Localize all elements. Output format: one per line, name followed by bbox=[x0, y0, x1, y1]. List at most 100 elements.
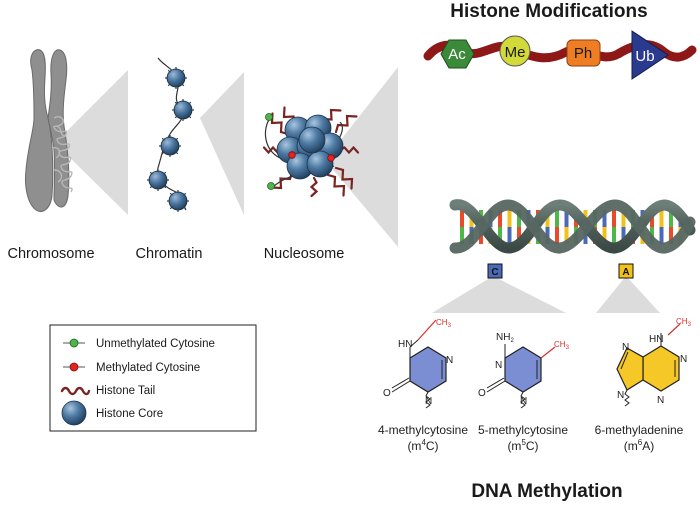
zoom-cone-nucleosome bbox=[325, 67, 398, 247]
zoom-cone-cytosine bbox=[432, 276, 566, 313]
ubiquitination-mark: Ub bbox=[631, 30, 669, 80]
histone-core-sphere bbox=[306, 150, 334, 178]
molecule-name: 6-methyladenine bbox=[595, 423, 684, 437]
nucleosome-core bbox=[276, 114, 344, 180]
legend-label: Histone Tail bbox=[96, 385, 155, 397]
bead-tail-stub bbox=[183, 206, 187, 210]
bead-tail-stub bbox=[188, 115, 192, 119]
bead-tail-stub bbox=[161, 151, 165, 155]
atom-label: N bbox=[680, 354, 687, 365]
chromosome-label: Chromosome bbox=[7, 246, 94, 262]
chromatin-scribble-icon bbox=[51, 115, 73, 193]
bead-tail-stub bbox=[175, 137, 179, 141]
phosphorylation-square-icon bbox=[566, 39, 601, 67]
adenine-marker: A bbox=[618, 263, 634, 279]
atom-label: N bbox=[446, 355, 453, 366]
legend-label: Unmethylated Cytosine bbox=[96, 338, 215, 350]
legend-label: Methylated Cytosine bbox=[96, 362, 200, 374]
ubiquitination-label: Ub bbox=[635, 48, 654, 65]
histone-core-icon bbox=[61, 400, 87, 426]
atom-label: N bbox=[425, 396, 432, 407]
zoom-cone-chromosome bbox=[55, 70, 128, 215]
histone-tail-icon bbox=[60, 386, 91, 396]
adenine-pyrimidine-ring bbox=[642, 345, 680, 392]
bead-tail-stub bbox=[167, 69, 171, 73]
legend-item-methylated-cytosine: Methylated Cytosine bbox=[63, 362, 200, 374]
methyl-group-label: CH3 bbox=[554, 340, 570, 351]
cytosine-ring bbox=[504, 346, 542, 393]
methylation-label: Me bbox=[505, 44, 526, 61]
nucleosome-tails bbox=[262, 106, 360, 198]
atom-label: N bbox=[622, 342, 629, 353]
nucleosome-label: Nucleosome bbox=[264, 246, 345, 262]
dna-backbone-strand-a bbox=[449, 199, 696, 254]
legend-item-histone-tail: Histone Tail bbox=[60, 385, 155, 397]
ubiquitination-triangle-icon bbox=[631, 30, 669, 80]
chromatin-label: Chromatin bbox=[136, 246, 203, 262]
histone-tail bbox=[334, 114, 358, 134]
chromosome-illustration bbox=[25, 49, 73, 212]
methyl-group-label: CH3 bbox=[436, 318, 452, 329]
legend: Unmethylated Cytosine Methylated Cytosin… bbox=[49, 324, 257, 432]
bead-tail-stub bbox=[174, 115, 178, 119]
dna-methylation-title: DNA Methylation bbox=[471, 481, 622, 502]
methylation-mark: Me bbox=[499, 35, 531, 67]
zoom-cone-chromatin bbox=[200, 72, 244, 215]
atom-label: NH2 bbox=[496, 332, 514, 344]
molecule-abbreviation: (m4C) bbox=[407, 438, 438, 453]
bead-tail-stub bbox=[163, 171, 167, 175]
atom-label: O bbox=[383, 388, 391, 399]
nucleosome-methylated-cytosine-icon bbox=[288, 151, 296, 159]
bead-tail-stub bbox=[175, 151, 179, 155]
bead-tail-stub bbox=[149, 185, 153, 189]
histone-tail bbox=[334, 166, 354, 190]
cytosine-ring bbox=[409, 346, 447, 393]
histone-tail bbox=[309, 176, 319, 198]
nucleosome-unmethylated-cytosine-bottom-icon bbox=[267, 182, 275, 190]
molecule-abbreviation: (m5C) bbox=[507, 438, 538, 453]
atom-label: N bbox=[520, 396, 527, 407]
bead-tail-stub bbox=[167, 83, 171, 87]
bead-tail-stub bbox=[174, 101, 178, 105]
acetylation-hexagon-icon bbox=[440, 39, 475, 69]
histone-tail bbox=[270, 112, 290, 136]
bead-tail-stub bbox=[169, 206, 173, 210]
molecule-name: 5-methylcytosine bbox=[478, 423, 568, 437]
chromatin-beads bbox=[147, 67, 194, 212]
molecule-name: 4-methylcytosine bbox=[378, 423, 468, 437]
legend-label: Histone Core bbox=[96, 408, 163, 420]
atom-label: HN bbox=[649, 334, 663, 345]
histone-modifications-title: Histone Modifications bbox=[450, 1, 647, 22]
phosphorylation-label: Ph bbox=[574, 45, 592, 62]
red-dot-icon bbox=[69, 362, 79, 372]
adenine-marker-letter: A bbox=[622, 267, 629, 278]
dna-backbone-strand-b bbox=[449, 199, 696, 254]
green-dot-icon bbox=[69, 338, 79, 348]
acetylation-mark: Ac bbox=[440, 39, 475, 69]
bead-tail-stub bbox=[163, 185, 167, 189]
cytosine-marker-letter: C bbox=[491, 267, 498, 278]
methylation-circle-icon bbox=[499, 35, 531, 67]
histone-modifications-panel: Histone Modifications Ac Me Ph Ub bbox=[423, 1, 697, 80]
bead-tail-stub bbox=[181, 69, 185, 73]
atom-label: N bbox=[657, 395, 664, 406]
bead-tail-stub bbox=[183, 192, 187, 196]
cytosine-marker: C bbox=[487, 263, 503, 279]
histone-core-sphere bbox=[298, 126, 326, 154]
bead-tail-stub bbox=[161, 137, 165, 141]
bead-tail-stub bbox=[169, 192, 173, 196]
methyl-group-label: CH3 bbox=[676, 317, 692, 328]
acetylation-label: Ac bbox=[448, 46, 466, 63]
bead-tail-stub bbox=[188, 101, 192, 105]
chromatin-illustration bbox=[147, 57, 194, 212]
legend-item-histone-core: Histone Core bbox=[61, 400, 163, 426]
histone-tail bbox=[326, 173, 346, 197]
nucleosome-methylated-cytosine-icon bbox=[327, 154, 335, 162]
bead-tail-stub bbox=[149, 171, 153, 175]
chromatin-levels-panel: Chromosome Chromatin Nucleosome bbox=[7, 49, 398, 262]
zoom-cone-adenine bbox=[596, 276, 660, 313]
nucleosome-unmethylated-cytosine-top-icon bbox=[265, 113, 273, 121]
bead-tail-stub bbox=[181, 83, 185, 87]
nucleosome-illustration bbox=[262, 106, 360, 198]
